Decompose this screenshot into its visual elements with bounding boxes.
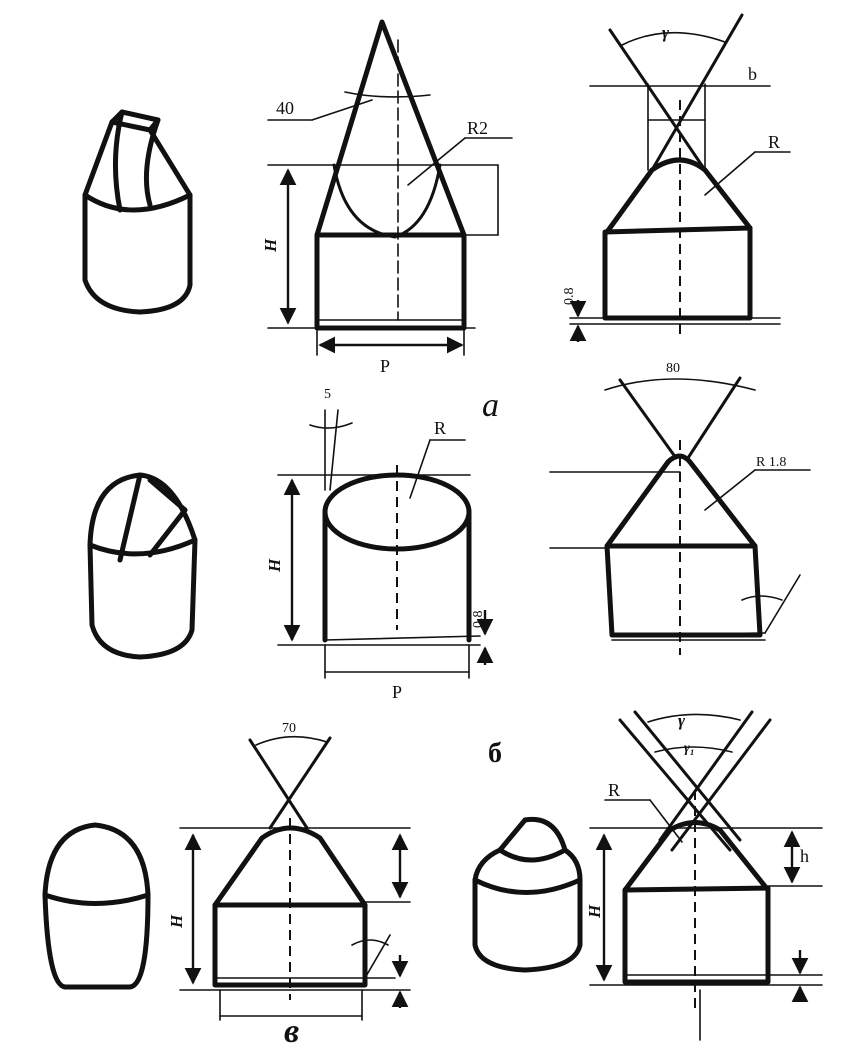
- row-v-right-front-view: [589, 710, 823, 1041]
- label-angle-70: 70: [282, 721, 296, 736]
- label-chamfer-b: b: [748, 64, 757, 84]
- label-height-small-h: h: [800, 846, 809, 866]
- section-label-v: в: [284, 1013, 299, 1050]
- row-a-cross-view: [569, 13, 791, 342]
- label-radius-r18: R 1.8: [756, 455, 786, 470]
- label-radius-r-v: R: [608, 780, 620, 800]
- label-angle-40: 40: [276, 98, 294, 118]
- label-width-p-b: P: [392, 682, 402, 702]
- label-width-p-a: P: [380, 356, 390, 376]
- label-offset-08-b: 0.8: [471, 611, 486, 629]
- row-v-left-front-view: [179, 735, 411, 1021]
- row-v-right-sketch: [472, 816, 583, 973]
- label-radius-r2: R2: [467, 118, 488, 138]
- label-height-h-b: H: [265, 558, 284, 573]
- row-v-left-sketch: [42, 822, 151, 990]
- label-angle-5: 5: [324, 387, 331, 402]
- section-label-a: а: [482, 387, 499, 424]
- row-a-isometric-sketch: [82, 109, 193, 315]
- row-b-front-view: [277, 409, 494, 679]
- row-b-isometric-sketch: [87, 472, 198, 660]
- section-label-b: б: [488, 738, 502, 769]
- label-height-h-a: H: [261, 238, 280, 253]
- row-a-cone-front-view: [267, 19, 513, 356]
- label-radius-r-a: R: [768, 132, 780, 152]
- row-b-cross-view: [549, 376, 811, 655]
- label-angle-80: 80: [666, 361, 680, 376]
- label-offset-08-a: 0.8: [562, 288, 577, 306]
- label-gamma1-v: γ₁: [684, 741, 695, 756]
- label-gamma-v: γ: [678, 711, 686, 730]
- label-height-h-v-right: H: [585, 904, 604, 919]
- label-gamma-a: γ: [662, 23, 670, 42]
- label-height-h-v-left: H: [167, 914, 186, 929]
- label-radius-r-b: R: [434, 418, 446, 438]
